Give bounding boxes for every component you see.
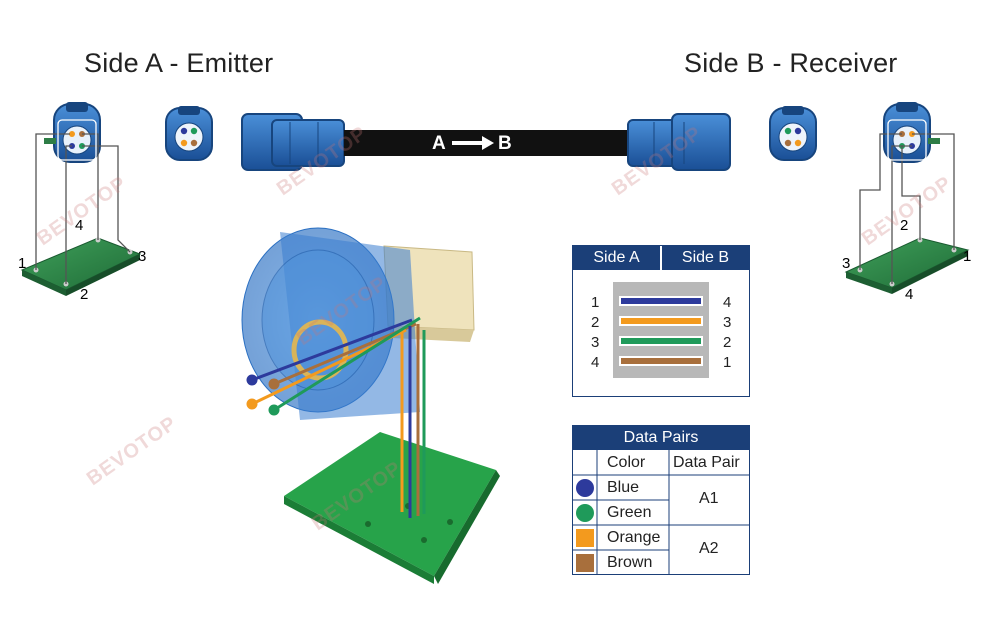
cable-assembly <box>241 113 731 171</box>
cable-label-b: B <box>498 133 512 154</box>
col-pair-header: Data Pair <box>673 454 740 471</box>
pcb-a-pin-4: 4 <box>75 217 84 234</box>
left-pin-3: 3 <box>591 334 600 351</box>
connector-3d-render <box>241 227 500 584</box>
pcb-a-pin-1: 1 <box>18 255 27 272</box>
cable-label-a: A <box>432 133 446 154</box>
right-pin-4: 1 <box>723 354 732 371</box>
wire-bar-3 <box>619 336 703 346</box>
swatch-orange <box>576 529 594 547</box>
pcb-a-pin-2: 2 <box>80 286 89 303</box>
pcb-b-pin-4: 4 <box>905 286 914 303</box>
swatch-green <box>576 504 594 522</box>
color-blue: Blue <box>607 479 640 496</box>
swatch-blue <box>576 479 594 497</box>
data-pairs-title: Data Pairs <box>573 426 749 450</box>
wire-bar-4 <box>619 356 703 366</box>
pair-a2: A2 <box>699 540 719 557</box>
col-color-header: Color <box>607 454 646 471</box>
data-pairs-table: Data Pairs Color Data Pair Blue Green Or… <box>572 425 750 575</box>
color-green: Green <box>607 504 652 521</box>
pcb-b-pin-1: 1 <box>963 248 972 265</box>
right-pin-2: 3 <box>723 314 732 331</box>
data-pairs-grid <box>573 450 749 574</box>
pcb-a-pin-3: 3 <box>138 248 147 265</box>
side-b-title: Side B - Receiver <box>684 48 898 78</box>
pin-table-header: Side A Side B <box>573 246 749 270</box>
pair-a1: A1 <box>699 490 719 507</box>
color-orange: Orange <box>607 529 661 546</box>
pin-mapping-table: Side A Side B 1 2 3 4 4 3 2 1 <box>572 245 750 397</box>
left-pin-2: 2 <box>591 314 600 331</box>
side-b-header: Side B <box>681 249 730 266</box>
color-brown: Brown <box>607 554 653 571</box>
wire-bar-1 <box>619 296 703 306</box>
wire-bar-2 <box>619 316 703 326</box>
pcb-side-b <box>844 102 970 294</box>
connector-face-b <box>769 106 817 161</box>
right-pin-1: 4 <box>723 294 732 311</box>
pcb-side-a <box>20 102 142 296</box>
pcb-b-pin-2: 2 <box>900 217 909 234</box>
connector-face-a <box>165 106 213 161</box>
left-pin-1: 1 <box>591 294 600 311</box>
swatch-brown <box>576 554 594 572</box>
pcb-b-pin-3: 3 <box>842 255 851 272</box>
left-pin-4: 4 <box>591 354 600 371</box>
side-a-title: Side A - Emitter <box>84 48 274 78</box>
side-a-header: Side A <box>573 246 662 270</box>
right-pin-3: 2 <box>723 334 732 351</box>
